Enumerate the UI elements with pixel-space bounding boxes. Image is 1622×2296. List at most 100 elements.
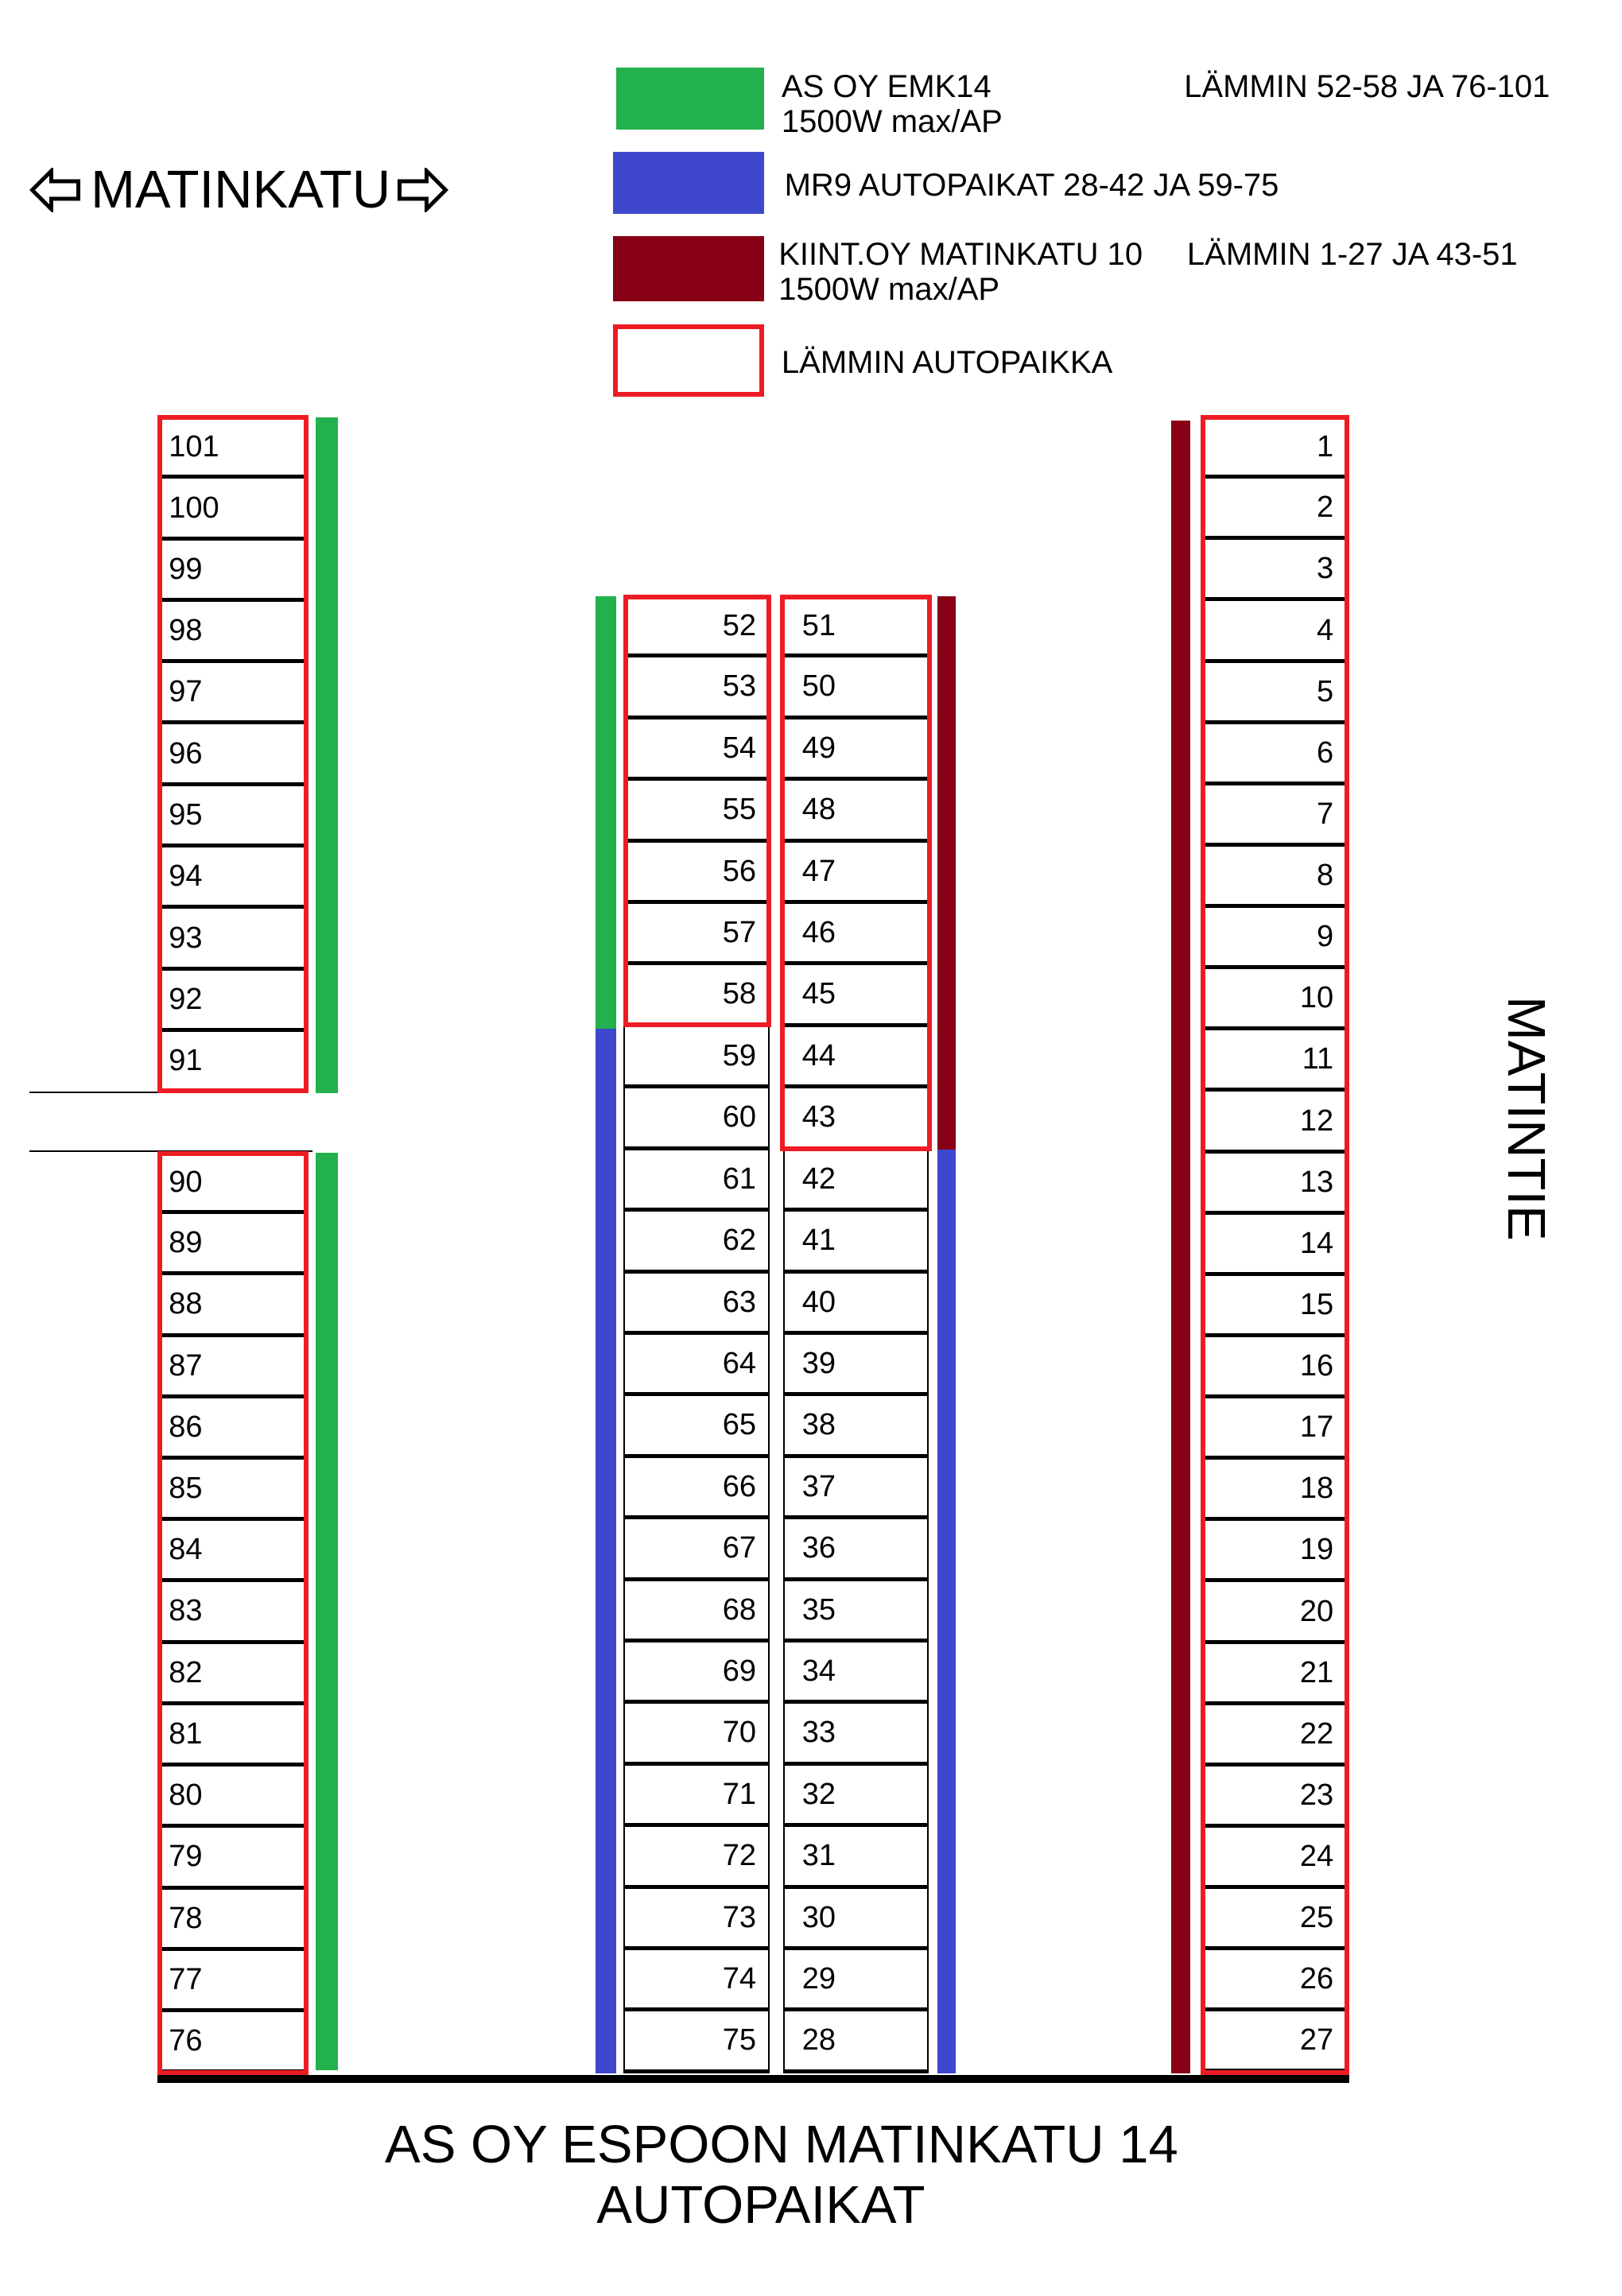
legend-label-mr9: MR9 AUTOPAIKAT 28-42 JA 59-75 bbox=[784, 168, 1279, 204]
spot-number: 86 bbox=[169, 1410, 203, 1444]
spot-number: 96 bbox=[169, 736, 203, 770]
spot-number: 41 bbox=[801, 1224, 836, 1258]
parking-spot: 31 bbox=[782, 1826, 929, 1889]
parking-spot: 19 bbox=[1203, 1521, 1347, 1583]
spot-number: 25 bbox=[1299, 1901, 1334, 1935]
spot-number: 92 bbox=[169, 983, 203, 1017]
spot-number: 85 bbox=[169, 1471, 203, 1505]
parking-spot: 95 bbox=[159, 786, 305, 848]
legend-label-emk14: AS OY EMK14 1500W max/AP bbox=[782, 69, 1003, 139]
spot-number: 61 bbox=[722, 1162, 757, 1196]
page-title-line-1: AS OY ESPOON MATINKATU 14 bbox=[385, 2114, 1178, 2174]
spot-number: 10 bbox=[1299, 981, 1334, 1015]
spot-number: 55 bbox=[722, 793, 757, 827]
parking-spot: 93 bbox=[159, 909, 305, 972]
spot-number: 66 bbox=[722, 1469, 757, 1503]
parking-spot: 37 bbox=[782, 1457, 929, 1519]
spot-number: 20 bbox=[1299, 1594, 1334, 1628]
spot-number: 47 bbox=[801, 854, 836, 888]
legend-owner: AS OY EMK14 bbox=[781, 68, 991, 104]
spot-number: 13 bbox=[1299, 1165, 1334, 1200]
parking-spot: 21 bbox=[1203, 1644, 1347, 1706]
left-arrow-icon bbox=[29, 167, 91, 212]
ownership-bar-green bbox=[315, 417, 338, 1094]
spot-number: 94 bbox=[169, 859, 203, 894]
parking-spot: 15 bbox=[1203, 1276, 1347, 1338]
spot-number: 12 bbox=[1299, 1103, 1334, 1138]
spot-number: 44 bbox=[801, 1038, 836, 1072]
spot-number: 28 bbox=[801, 2023, 836, 2057]
parking-spot: 60 bbox=[623, 1088, 770, 1150]
parking-spot: 94 bbox=[159, 847, 305, 909]
parking-spot: 45 bbox=[782, 964, 929, 1027]
spot-number: 6 bbox=[1317, 736, 1334, 770]
parking-spot: 75 bbox=[623, 2011, 770, 2073]
parking-spot: 27 bbox=[1203, 2011, 1347, 2073]
spot-number: 56 bbox=[722, 854, 757, 888]
parking-spot: 12 bbox=[1203, 1092, 1347, 1154]
spot-number: 5 bbox=[1317, 675, 1334, 709]
parking-spot: 29 bbox=[782, 1949, 929, 2011]
spot-number: 4 bbox=[1317, 613, 1334, 647]
spot-number: 51 bbox=[801, 608, 836, 642]
spot-number: 60 bbox=[722, 1100, 757, 1134]
spot-number: 71 bbox=[722, 1777, 757, 1811]
parking-spot: 54 bbox=[623, 719, 770, 781]
parking-spot: 74 bbox=[623, 1949, 770, 2011]
parking-spot: 67 bbox=[623, 1518, 770, 1581]
spot-number: 79 bbox=[169, 1840, 203, 1874]
parking-spot: 98 bbox=[159, 602, 305, 664]
parking-spot: 18 bbox=[1203, 1460, 1347, 1522]
parking-spot: 6 bbox=[1203, 724, 1347, 786]
parking-spot: 34 bbox=[782, 1642, 929, 1704]
parking-spot: 70 bbox=[623, 1703, 770, 1766]
parking-spot: 14 bbox=[1203, 1215, 1347, 1277]
parking-spot: 100 bbox=[159, 479, 305, 541]
spot-number: 54 bbox=[722, 731, 757, 765]
spot-number: 11 bbox=[1302, 1042, 1334, 1076]
parking-spot: 26 bbox=[1203, 1950, 1347, 2012]
spot-number: 57 bbox=[722, 915, 757, 949]
parking-spot: 88 bbox=[159, 1274, 305, 1337]
parking-spot: 24 bbox=[1203, 1828, 1347, 1890]
parking-spot: 41 bbox=[782, 1211, 929, 1274]
legend-heated-note-emk14: LÄMMIN 52-58 JA 76-101 bbox=[1184, 68, 1550, 104]
spot-number: 97 bbox=[169, 675, 203, 709]
parking-spot: 80 bbox=[159, 1766, 305, 1828]
parking-spot: 10 bbox=[1203, 969, 1347, 1031]
spot-number: 43 bbox=[801, 1100, 836, 1134]
legend-swatch-green bbox=[616, 68, 764, 130]
spot-number: 35 bbox=[801, 1592, 836, 1627]
spot-number: 39 bbox=[801, 1346, 836, 1380]
parking-spot: 56 bbox=[623, 842, 770, 904]
parking-spot: 68 bbox=[623, 1580, 770, 1642]
parking-spot: 4 bbox=[1203, 601, 1347, 664]
parking-spot: 59 bbox=[623, 1026, 770, 1088]
parking-spot: 66 bbox=[623, 1457, 770, 1519]
heated-outline-right bbox=[1200, 414, 1349, 2075]
road-edge-line bbox=[29, 1091, 160, 1093]
ownership-bar-green bbox=[596, 595, 617, 1029]
spot-number: 22 bbox=[1299, 1717, 1334, 1751]
spot-number: 74 bbox=[722, 1961, 757, 1995]
spot-number: 21 bbox=[1299, 1656, 1334, 1690]
legend-swatch-blue bbox=[613, 152, 764, 215]
page-title-line-2: AUTOPAIKAT bbox=[596, 2175, 925, 2236]
parking-spot: 89 bbox=[159, 1213, 305, 1275]
spot-number: 49 bbox=[801, 731, 836, 765]
parking-spot: 33 bbox=[782, 1703, 929, 1766]
spot-number: 73 bbox=[722, 1900, 757, 1934]
parking-spot: 85 bbox=[159, 1459, 305, 1521]
spot-number: 72 bbox=[722, 1839, 757, 1873]
spot-number: 69 bbox=[722, 1654, 757, 1688]
spot-number: 70 bbox=[722, 1716, 757, 1750]
legend-label-heated-spot: LÄMMIN AUTOPAIKKA bbox=[781, 344, 1113, 380]
parking-spot: 76 bbox=[159, 2011, 305, 2073]
ownership-bar-blue bbox=[596, 1028, 617, 2073]
spot-number: 23 bbox=[1299, 1778, 1334, 1813]
spot-number: 42 bbox=[801, 1162, 836, 1196]
street-label-right: MATINTIE bbox=[1496, 995, 1557, 1241]
parking-spot: 62 bbox=[623, 1211, 770, 1274]
legend-power-limit: 1500W max/AP bbox=[781, 103, 1003, 139]
